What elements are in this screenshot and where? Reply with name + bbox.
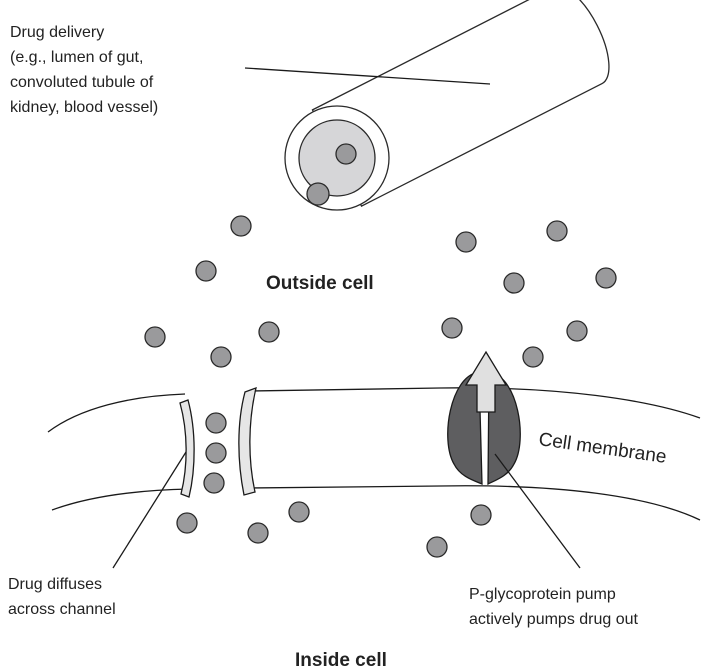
drug-molecule [442, 318, 462, 338]
drug-molecules [145, 216, 616, 557]
drug-molecule [427, 537, 447, 557]
drug-molecule [248, 523, 268, 543]
drug-molecule [231, 216, 251, 236]
channel-left-wall [180, 400, 194, 497]
drug-diffuses-leader-line [113, 452, 186, 568]
tube-molecule [307, 183, 329, 205]
drug-diffuses-label: Drug diffuses across channel [8, 576, 116, 618]
drug-molecule [289, 502, 309, 522]
drug-diffuses-line-1: Drug diffuses [8, 576, 102, 593]
drug-molecule [204, 473, 224, 493]
drug-molecule [206, 413, 226, 433]
drug-molecule [145, 327, 165, 347]
cell-membrane-label: Cell membrane [537, 429, 667, 468]
drug-molecule [211, 347, 231, 367]
tube-molecule [336, 144, 356, 164]
drug-molecule [567, 321, 587, 341]
drug-molecule [177, 513, 197, 533]
drug-delivery-line-2: (e.g., lumen of gut, [10, 49, 143, 66]
drug-molecule [206, 443, 226, 463]
drug-molecule [523, 347, 543, 367]
drug-molecule [259, 322, 279, 342]
drug-delivery-line-3: convoluted tubule of [10, 74, 154, 91]
delivery-tube [285, 0, 622, 210]
membrane-outer-line [48, 388, 700, 432]
drug-diffuses-line-2: across channel [8, 601, 116, 618]
outside-cell-label: Outside cell [266, 273, 374, 294]
drug-molecule [456, 232, 476, 252]
channel-right-wall [239, 388, 256, 495]
drug-molecule [596, 268, 616, 288]
inside-cell-label: Inside cell [295, 650, 387, 670]
drug-molecule [504, 273, 524, 293]
drug-delivery-label: Drug delivery (e.g., lumen of gut, convo… [10, 24, 158, 116]
drug-delivery-line-1: Drug delivery [10, 24, 104, 41]
pgp-pump-label: P-glycoprotein pump actively pumps drug … [469, 586, 639, 628]
pgp-pump-line-1: P-glycoprotein pump [469, 586, 616, 603]
drug-molecule [471, 505, 491, 525]
drug-delivery-line-4: kidney, blood vessel) [10, 99, 158, 116]
pgp-pump-leader-line [495, 454, 580, 568]
membrane-inner-line [52, 486, 700, 520]
drug-molecule [547, 221, 567, 241]
pgp-pump-line-2: actively pumps drug out [469, 611, 639, 628]
drug-molecule [196, 261, 216, 281]
